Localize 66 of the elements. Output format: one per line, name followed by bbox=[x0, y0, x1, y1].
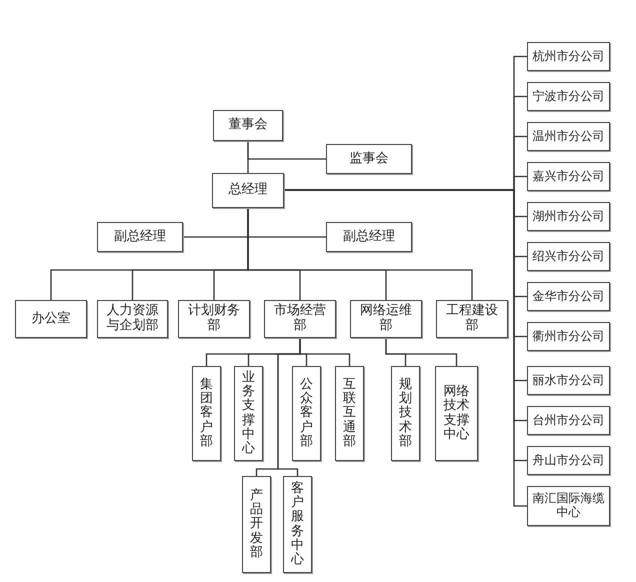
unit-name: 监事会 bbox=[350, 152, 388, 166]
unit-name: 衢州市分公司 bbox=[532, 330, 604, 344]
org-box bbox=[178, 300, 250, 338]
unit-name: 宁波市分公司 bbox=[532, 90, 604, 104]
unit-name: 网络运维部 bbox=[359, 304, 413, 334]
unit-name: 总经理 bbox=[228, 183, 268, 198]
org-box bbox=[283, 476, 312, 573]
unit-name: 湖州市分公司 bbox=[532, 210, 604, 224]
unit-name: 计划财务部 bbox=[187, 304, 241, 334]
org-box bbox=[326, 222, 412, 252]
connector-line bbox=[247, 208, 473, 300]
unit-name: 人力资源与企划部 bbox=[106, 304, 160, 334]
org-box bbox=[436, 300, 508, 338]
unit-name: 网络技术支撑中心 bbox=[444, 384, 470, 442]
org-box bbox=[391, 366, 420, 461]
org-box bbox=[212, 173, 284, 208]
unit-name: 客户服务中心 bbox=[291, 482, 304, 568]
org-box bbox=[213, 110, 283, 141]
unit-name: 绍兴市分公司 bbox=[532, 250, 604, 264]
org-box bbox=[326, 144, 412, 174]
org-box bbox=[527, 366, 610, 395]
unit-name: 工程建设部 bbox=[445, 304, 499, 334]
unit-name: 产品开发部 bbox=[250, 488, 263, 560]
connector-line bbox=[247, 141, 249, 173]
org-box bbox=[335, 366, 364, 461]
org-box bbox=[242, 476, 271, 573]
org-box bbox=[192, 366, 221, 461]
org-box bbox=[527, 406, 610, 435]
unit-name: 规划技术部 bbox=[399, 378, 412, 450]
org-box bbox=[292, 366, 321, 461]
unit-name: 办公室 bbox=[32, 312, 70, 326]
unit-name: 杭州市分公司 bbox=[532, 50, 604, 64]
unit-name: 温州市分公司 bbox=[532, 130, 604, 144]
unit-name: 金华市分公司 bbox=[532, 290, 604, 304]
org-box bbox=[15, 300, 87, 338]
unit-name: 董事会 bbox=[228, 118, 268, 133]
unit-name: 互联互通部 bbox=[343, 378, 356, 450]
unit-name: 市场经营部 bbox=[273, 304, 327, 334]
org-box bbox=[527, 42, 610, 71]
unit-name: 台州市分公司 bbox=[532, 414, 604, 428]
unit-name: 副总经理 bbox=[343, 230, 395, 244]
unit-name: 丽水市分公司 bbox=[532, 374, 604, 388]
org-box bbox=[527, 486, 610, 526]
org-box bbox=[527, 202, 610, 231]
connector-line bbox=[277, 338, 301, 476]
unit-name: 南汇国际海缆中心 bbox=[532, 492, 606, 520]
org-box bbox=[97, 222, 183, 252]
org-box bbox=[527, 122, 610, 151]
org-box bbox=[527, 82, 610, 111]
org-box bbox=[527, 242, 610, 271]
org-box bbox=[527, 162, 610, 191]
connector-line bbox=[385, 338, 458, 366]
unit-name: 公众客户部 bbox=[300, 378, 313, 450]
org-box bbox=[350, 300, 422, 338]
org-box bbox=[264, 300, 336, 338]
org-box bbox=[234, 366, 263, 461]
unit-name: 副总经理 bbox=[114, 230, 166, 244]
org-box bbox=[527, 322, 610, 351]
org-box bbox=[527, 446, 610, 475]
unit-name: 舟山市分公司 bbox=[532, 454, 604, 468]
unit-name: 嘉兴市分公司 bbox=[532, 170, 604, 184]
org-box bbox=[527, 282, 610, 311]
unit-name: 业务支撑中心 bbox=[242, 370, 255, 456]
org-box bbox=[97, 300, 168, 338]
org-box bbox=[435, 366, 478, 461]
unit-name: 集团客户部 bbox=[200, 378, 213, 450]
